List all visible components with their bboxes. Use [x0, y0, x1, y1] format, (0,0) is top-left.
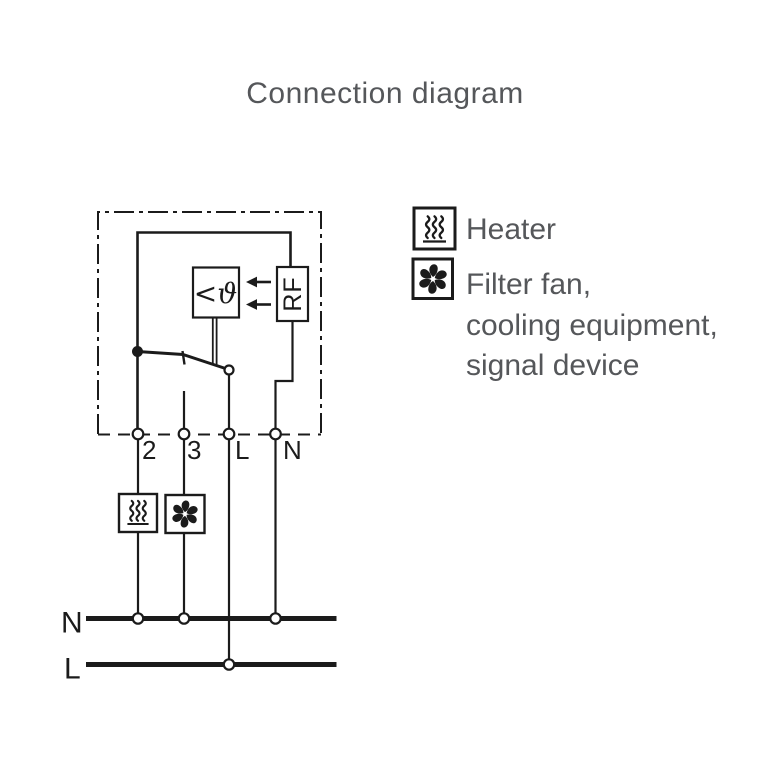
junction-fan-n	[177, 612, 191, 625]
mechanical-link	[211, 317, 218, 367]
junction-heater-n	[131, 612, 145, 625]
legend-fan-label-line-3: signal device	[466, 349, 640, 382]
junction-l	[222, 658, 236, 671]
device-boundary	[97, 211, 322, 434]
switch-actuator-tick	[181, 350, 186, 365]
legend-fan-label-line-1: Filter fan,	[466, 268, 592, 301]
legend-heater-label: Heater	[466, 213, 557, 246]
rf-label: RF	[279, 276, 307, 311]
thermostat-box	[191, 266, 241, 319]
legend-icons	[411, 206, 457, 300]
rf-box	[275, 265, 310, 323]
switch	[132, 346, 235, 376]
terminal-label-n: N	[283, 435, 302, 465]
switch-contact-circle	[223, 364, 235, 376]
bus-junctions	[131, 612, 282, 671]
rf-signal-arrows	[246, 276, 271, 310]
terminal-label-3: 3	[187, 435, 201, 465]
internal-supply-wire	[136, 231, 292, 434]
page-title: Connection diagram	[246, 77, 524, 110]
legend-fan-label-line-2: cooling equipment,	[466, 308, 718, 342]
terminals	[131, 427, 282, 441]
terminal-n-circle	[269, 427, 282, 441]
heater-box	[117, 492, 159, 534]
switch-junction-dot	[132, 346, 143, 357]
legend-fan-label: Filter fan, cooling equipment, signal de…	[466, 265, 718, 387]
neutral-bus-label: N	[61, 607, 83, 640]
terminal-3-circle	[177, 427, 191, 441]
terminal-l-circle	[222, 427, 236, 441]
terminal-2-circle	[131, 427, 145, 441]
junction-n	[269, 612, 282, 625]
line-bus-label: L	[64, 653, 81, 686]
thermostat-symbol: <ϑ	[194, 277, 237, 310]
rf-to-terminal-n-wire	[274, 321, 294, 434]
terminal-label-2: 2	[142, 435, 156, 465]
terminal-label-l: L	[235, 435, 249, 465]
